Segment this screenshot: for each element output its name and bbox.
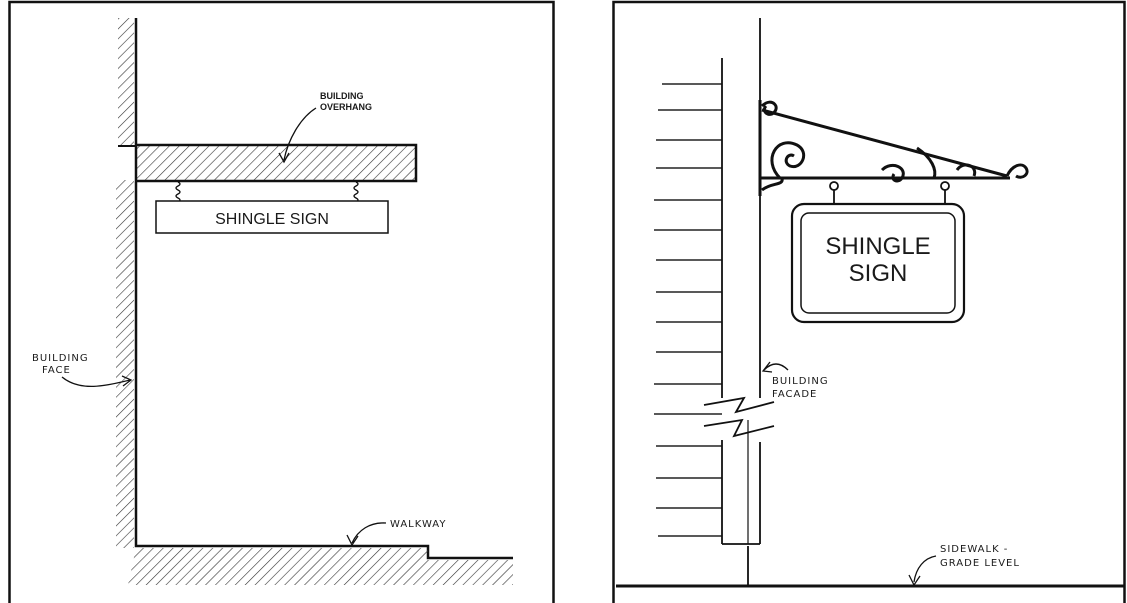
face-label-line1: BUILDING [32, 353, 89, 364]
building-face-hatch [116, 18, 134, 548]
shingle-sign-outer [790, 202, 966, 324]
sign-hanger-right [353, 181, 359, 203]
ornamental-bracket [758, 100, 1029, 196]
facade-label-line2: FACADE [772, 389, 817, 400]
sign-hangers [829, 181, 950, 204]
overhang-label-line2: OVERHANG [320, 102, 372, 112]
shingle-sign-label-line1: SHINGLE [825, 233, 930, 260]
shingle-sign-label: SHINGLE SIGN [215, 211, 329, 228]
sidewalk-arrow [908, 555, 937, 587]
siding-lines [654, 83, 722, 537]
shingle-sign-inner [800, 212, 956, 314]
right-diagram-panel: SHINGLE SIGN BUILDING FACADE SIDEWALK - … [612, 0, 1127, 603]
facade-arrow [761, 361, 789, 373]
overhang-arrow [278, 107, 317, 164]
shingle-sign-board [155, 200, 389, 234]
left-frame [8, 0, 555, 603]
walkway-hatch [128, 548, 513, 585]
overhang-label-line1: BUILDING [320, 91, 364, 101]
right-diagram: SHINGLE SIGN BUILDING FACADE SIDEWALK - … [612, 0, 1126, 603]
left-diagram: BUILDING OVERHANG SHINGLE SIGN BUILDING … [8, 0, 555, 603]
right-frame [612, 0, 1126, 603]
facade-column-base [722, 543, 760, 586]
building-overhang [134, 143, 418, 183]
face-arrow [61, 375, 133, 388]
walkway-arrow [346, 522, 387, 547]
sign-hanger-left [175, 181, 181, 203]
face-label-line2: FACE [42, 365, 71, 376]
left-diagram-panel: BUILDING OVERHANG SHINGLE SIGN BUILDING … [8, 0, 556, 603]
sidewalk-label-line2: GRADE LEVEL [940, 558, 1020, 569]
shingle-sign-label-line2: SIGN [849, 260, 908, 287]
facade-break-symbol [703, 396, 775, 438]
sidewalk-label-line1: SIDEWALK - [940, 544, 1008, 555]
building-face-line [134, 18, 513, 560]
facade-label-line1: BUILDING [772, 376, 829, 387]
walkway-label: WALKWAY [390, 519, 446, 530]
